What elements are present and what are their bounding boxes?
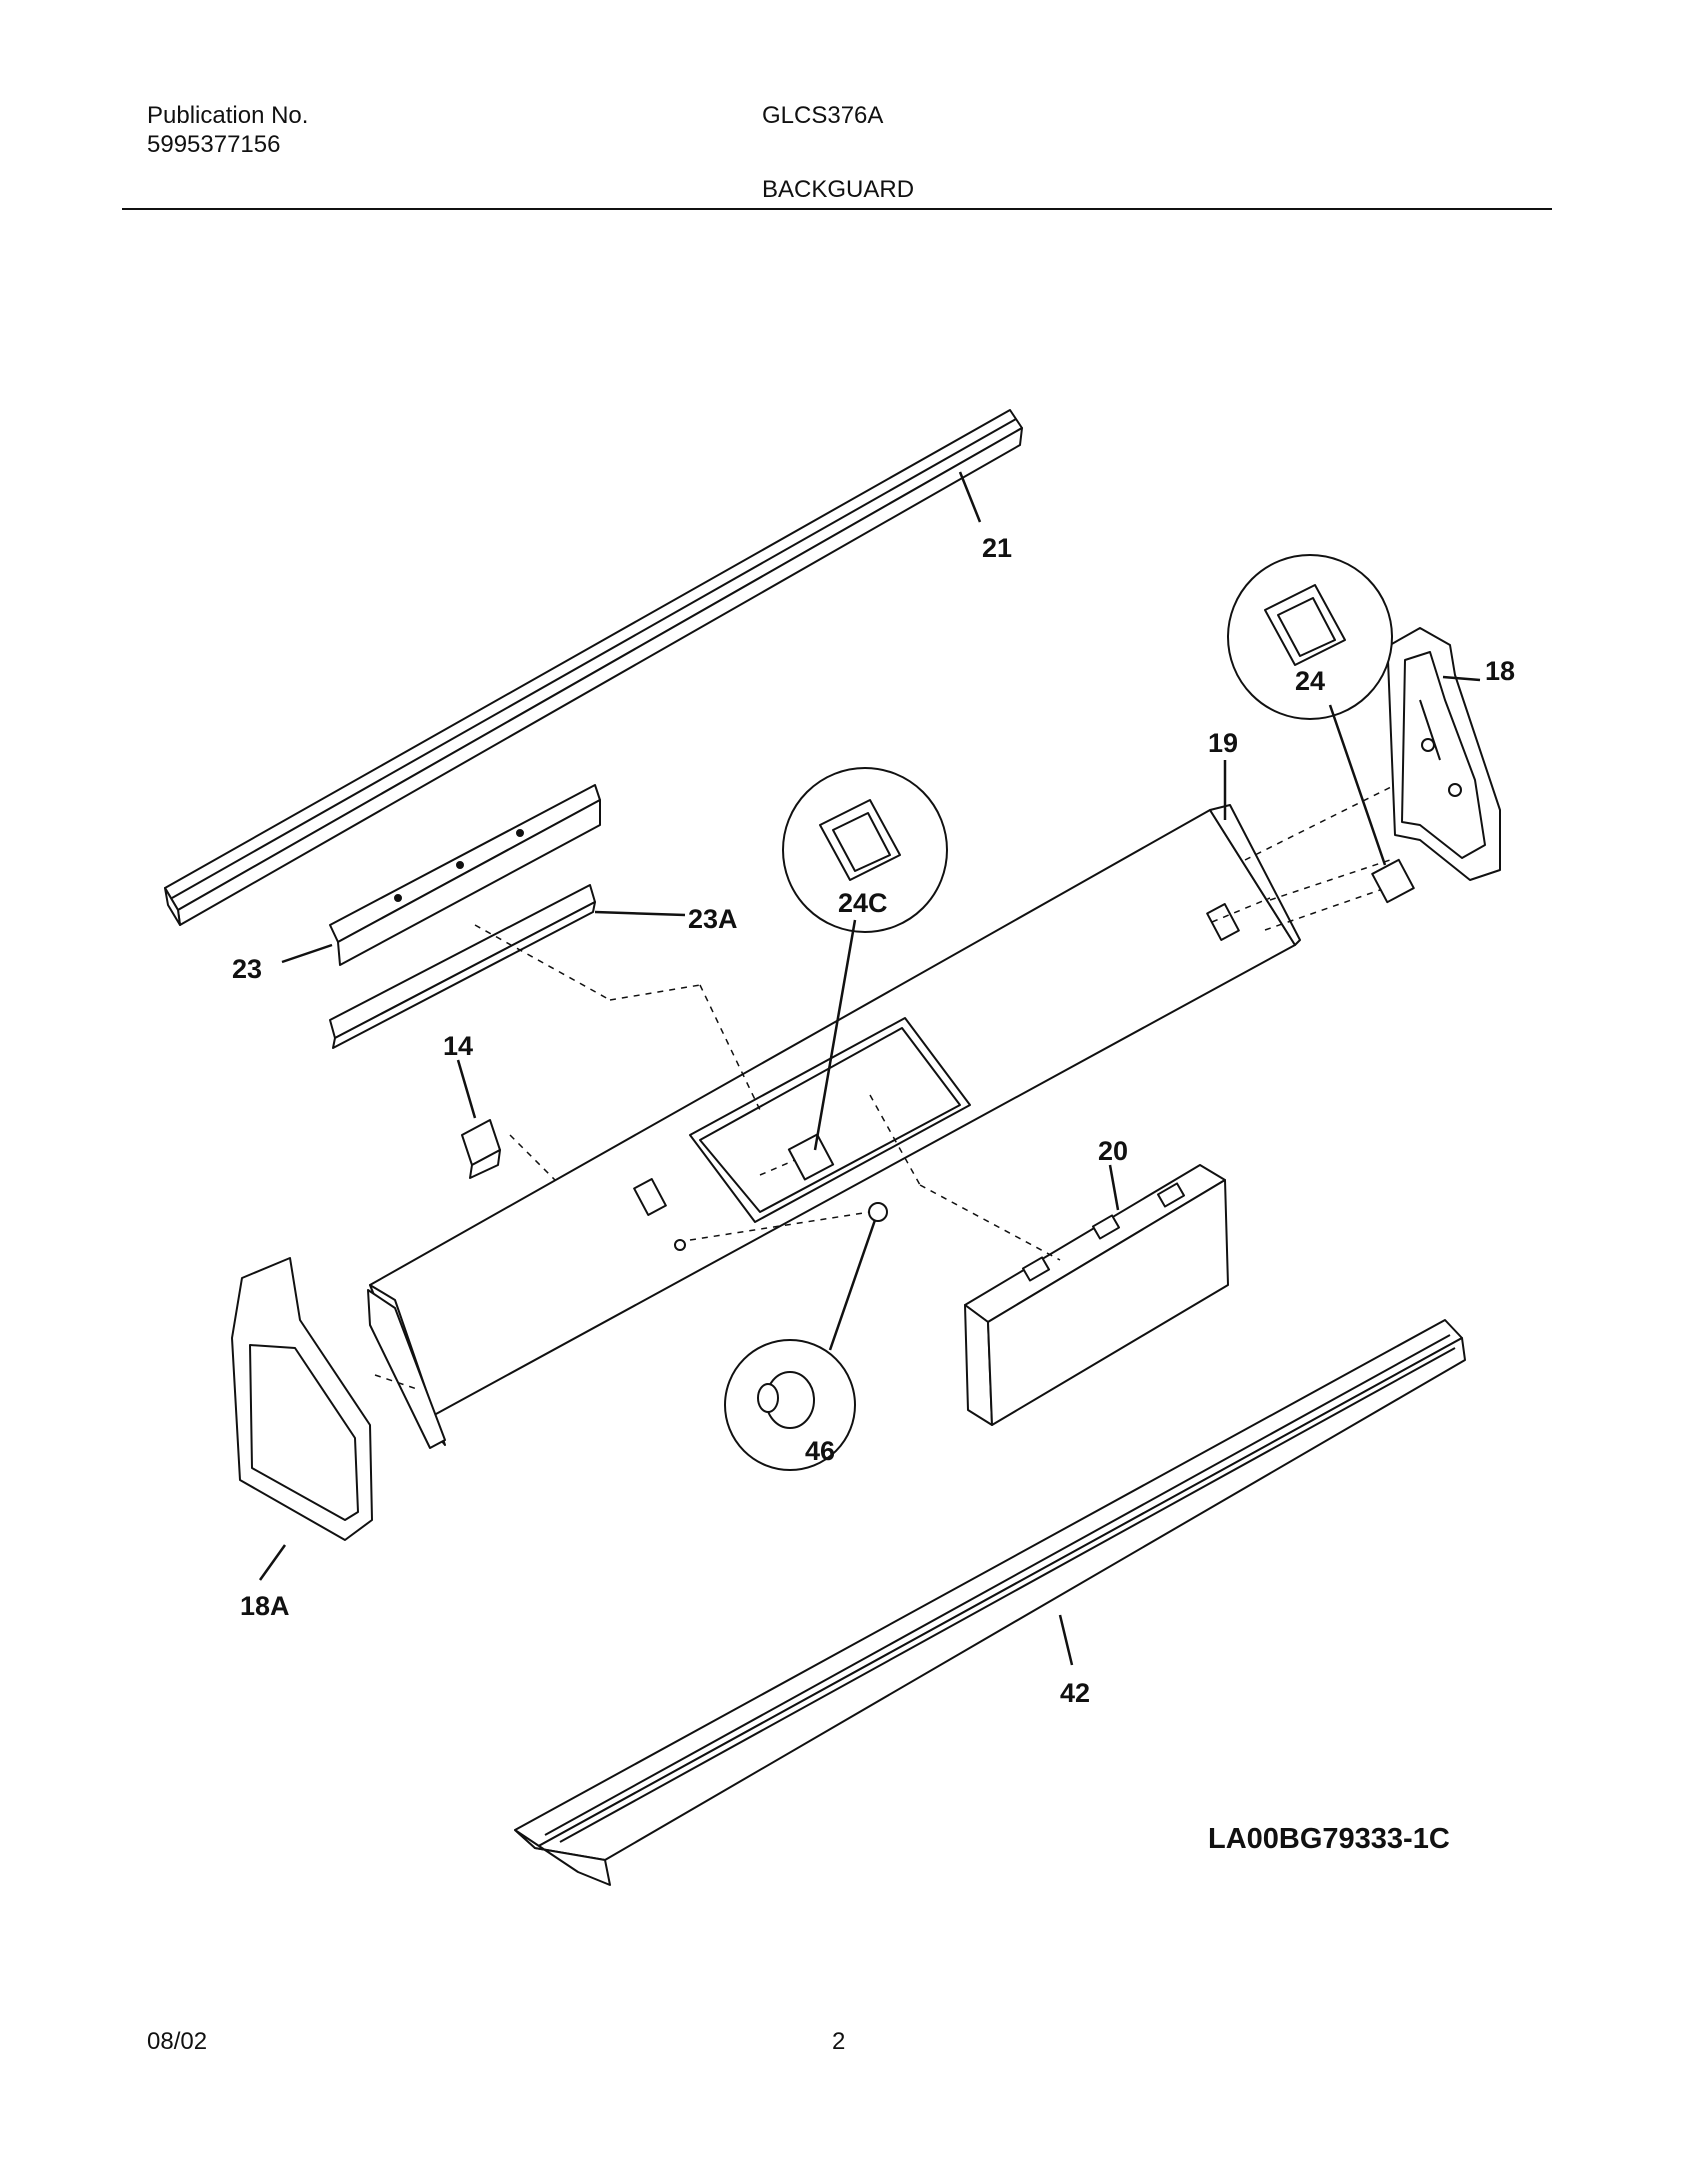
switch-24c-installed [787,1133,835,1181]
footer-date: 08/02 [147,2028,208,2055]
knob-46-installed [868,1202,888,1222]
part-18a-left-endcap [231,1257,446,1541]
detail-circle-46 [724,1339,856,1471]
section-title: BACKGUARD [762,176,915,203]
callout-42: 42 [1060,1678,1090,1708]
callout-14: 14 [443,1031,473,1061]
model-number: GLCS376A [762,102,884,129]
callout-21: 21 [982,533,1012,563]
callout-19: 19 [1208,728,1238,758]
part-23-bracket [329,784,601,966]
callout-18a: 18A [240,1591,290,1621]
detail-circle-24 [1227,554,1393,720]
callout-20: 20 [1098,1136,1128,1166]
callout-24c: 24C [838,888,888,918]
part-21-top-trim [164,409,1023,926]
part-14-clip [461,1119,501,1179]
publication-number: 5995377156 [147,131,281,158]
callout-23: 23 [232,954,262,984]
part-20-control-board [964,1164,1229,1426]
part-23a-bracket [329,884,596,1049]
diagram-code: LA00BG79333-1C [1208,1823,1450,1855]
callout-46: 46 [805,1436,835,1466]
callout-24: 24 [1295,666,1325,696]
switch-24-installed [1371,858,1415,904]
header-rule [122,208,1552,210]
callout-18: 18 [1485,656,1515,686]
page-number: 2 [832,2028,846,2055]
callout-23a: 23A [688,904,738,934]
publication-label: Publication No. [147,102,309,129]
detail-circle-24c [782,767,948,933]
part-18-right-endcap [1387,627,1501,881]
part-42-bottom-trim [514,1319,1466,1886]
